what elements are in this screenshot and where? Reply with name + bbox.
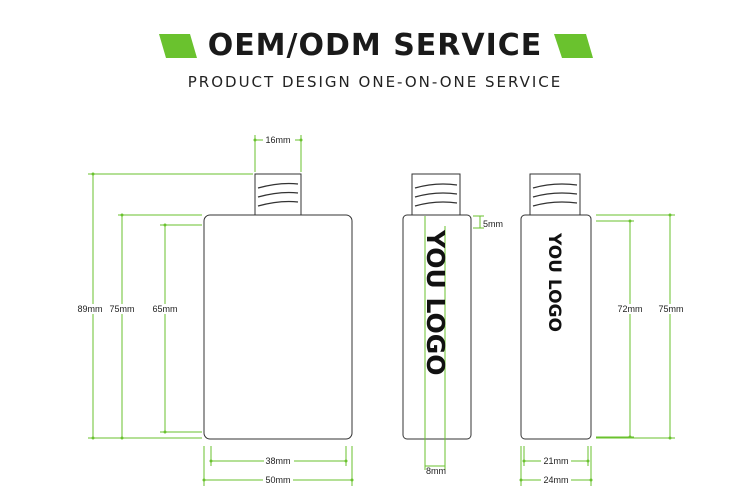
- back-label-height-label: 72mm: [617, 304, 642, 314]
- right-accent-shape: [554, 34, 593, 58]
- page-title: OEM/ODM SERVICE: [207, 28, 543, 63]
- front-cap: [254, 173, 302, 216]
- side-view: 5mm 8mm YOU LOGO: [402, 173, 503, 476]
- page-subtitle: PRODUCT DESIGN ONE-ON-ONE SERVICE: [187, 73, 563, 91]
- front-body-width-label: 50mm: [265, 475, 290, 485]
- side-thread-marks: [414, 183, 458, 207]
- side-thickness-label: 8mm: [426, 466, 446, 476]
- front-bottle-body: [203, 214, 353, 440]
- back-body-height-label: 75mm: [658, 304, 683, 314]
- side-logo-text: YOU LOGO: [421, 229, 450, 376]
- left-accent-shape: [159, 34, 197, 58]
- header: OEM/ODM SERVICE PRODUCT DESIGN ONE-ON-ON…: [0, 0, 750, 110]
- back-logo-text: YOU LOGO: [544, 232, 564, 332]
- front-body-height-label: 75mm: [109, 304, 134, 314]
- back-label-width-label: 21mm: [543, 456, 568, 466]
- front-cap-width-label: 16mm: [265, 135, 290, 145]
- front-total-height-label: 89mm: [77, 304, 102, 314]
- front-thread-marks: [257, 182, 299, 207]
- side-cap: [411, 173, 461, 216]
- back-body-width-label: 24mm: [543, 475, 568, 485]
- back-cap: [529, 173, 581, 216]
- back-view: 72mm 75mm 21mm 24mm YOU LOGO: [519, 173, 685, 486]
- side-shoulder-label: 5mm: [483, 219, 503, 229]
- front-label-height-label: 65mm: [152, 304, 177, 314]
- front-view: 16mm 89mm 75mm 65mm 38mm 50mm: [76, 135, 354, 486]
- back-thread-marks: [532, 183, 578, 207]
- front-label-width-label: 38mm: [265, 456, 290, 466]
